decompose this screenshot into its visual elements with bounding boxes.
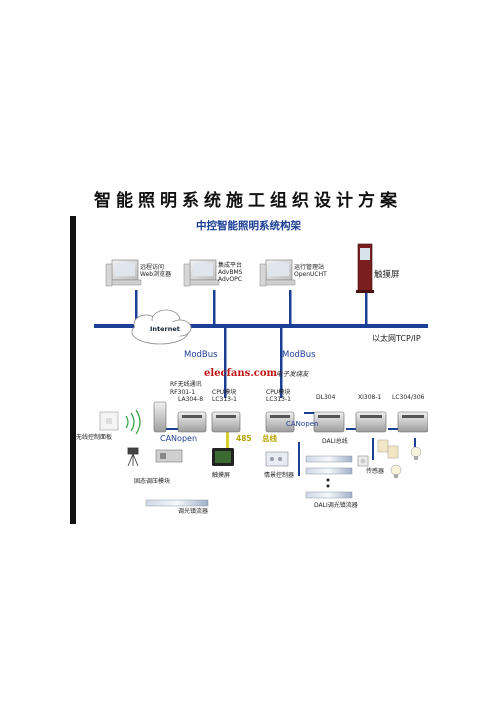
workstation-1-label-1: 远程访问 (140, 264, 165, 271)
canopen-label-1: CANopen (160, 434, 198, 443)
watermark-subtitle: 电子发烧友 (276, 370, 309, 378)
rf-module-icon (153, 401, 167, 433)
rf-label-2: RF301-1 (170, 389, 196, 396)
internet-label: Internet (150, 325, 180, 333)
dimming-ballast-label: 调光镇流器 (178, 508, 209, 515)
canopen-label-2: CANopen (286, 420, 319, 428)
drop-line-1 (135, 290, 138, 326)
workstation-2-icon (183, 259, 220, 287)
workstation-3-label-1: 运行管理站 (294, 264, 325, 271)
module-lc313-2-icon (265, 411, 295, 433)
sensor-icon (357, 455, 369, 467)
diagram-header: 中控智能照明系统构架 (196, 220, 301, 232)
diagram-graphics (94, 243, 428, 507)
camera-sensor-icon (127, 447, 139, 467)
internet-cloud-icon (131, 309, 192, 345)
solid-dimmer-icon (155, 449, 183, 463)
drop-line-2 (213, 290, 216, 326)
module-link-2 (388, 428, 398, 430)
dali-dots-icon (326, 478, 330, 488)
module-label-dl304: DL304 (316, 394, 336, 401)
workstation-1-icon (105, 259, 142, 287)
dali-ballast-1-icon (305, 455, 353, 463)
drop-line-4 (365, 290, 368, 326)
module-xi308-icon (355, 411, 387, 433)
touchscreen-device-icon (212, 448, 234, 466)
module-lc304-306-icon (397, 411, 428, 433)
bus-485-label-2: 总线 (262, 434, 277, 443)
wireless-panel-icon (99, 411, 119, 431)
dimming-ballast-icon (145, 499, 209, 507)
module-link-1 (346, 428, 356, 430)
bulb-2-icon (410, 446, 422, 460)
wireless-signal-icon (125, 409, 141, 435)
dali-ballast-3-icon (305, 491, 353, 499)
dali-bus-line-2 (372, 438, 374, 460)
ethernet-label: 以太网TCP/IP (372, 334, 421, 343)
scene-controller-label: 情景控制器 (264, 472, 295, 479)
page-title: 智能照明系统施工组织设计方案 (94, 191, 402, 211)
scene-controller-icon (265, 451, 289, 467)
wireless-panel-label: 无线控制面板 (76, 434, 113, 441)
module-la304-icon (177, 411, 207, 433)
module-label-cpu-1: CPU模块 (212, 389, 237, 396)
panel-switch-icon (377, 439, 399, 459)
bus-485-label: 485 (236, 434, 252, 443)
modbus-label-2: ModBus (282, 350, 316, 360)
workstation-2-label-3: AdvOPC (218, 276, 242, 283)
module-label-xi308: XI308-1 (358, 394, 382, 401)
dali-bus-label: DALI总线 (322, 438, 348, 445)
modbus-line-1 (224, 326, 227, 398)
workstation-3-label-2: OpenUCHT (294, 271, 327, 278)
workstation-2-label-1: 集成平台 (218, 262, 243, 269)
canopen-link-1 (164, 428, 180, 430)
system-architecture-diagram: 中控智能照明系统构架 远程访问 Web浏览器 集成平台 AdvBMS AdvOP… (70, 216, 428, 524)
module-label-la304: LA304-8 (178, 396, 204, 403)
module-label-lc313-2: LC313-1 (266, 396, 291, 403)
kiosk-touchscreen-label: 触摸屏 (374, 270, 400, 280)
module-label-cpu-2: CPU模块 (266, 389, 291, 396)
sensor-label: 传感器 (366, 468, 385, 475)
workstation-2-label-2: AdvBMS (218, 269, 243, 276)
module-label-lc304-306: LC304/306 (392, 394, 425, 401)
bulb-1-icon (390, 464, 402, 478)
solid-dimmer-label: 固态调压模块 (134, 478, 171, 485)
touchscreen-device-label: 触摸屏 (212, 472, 231, 479)
dali-ballast-label: DALI调光镇流器 (314, 502, 358, 509)
workstation-3-icon (259, 259, 296, 287)
dali-ballast-2-icon (305, 467, 353, 475)
dali-bus-line-1 (298, 442, 300, 476)
modbus-label-1: ModBus (184, 350, 218, 360)
drop-line-3 (289, 290, 292, 326)
modbus-line-2 (280, 326, 283, 398)
module-lc313-1-icon (211, 411, 241, 433)
bus-485-line (226, 428, 229, 460)
rf-label-1: RF无线通讯 (170, 381, 202, 388)
ethernet-bus-line (94, 324, 428, 328)
kiosk-touchscreen-icon (356, 243, 374, 293)
module-dl304-icon (313, 411, 345, 433)
workstation-1-label-2: Web浏览器 (140, 271, 172, 278)
watermark-brand: elecfans.com (204, 368, 278, 379)
module-label-lc313-1: LC313-1 (212, 396, 237, 403)
